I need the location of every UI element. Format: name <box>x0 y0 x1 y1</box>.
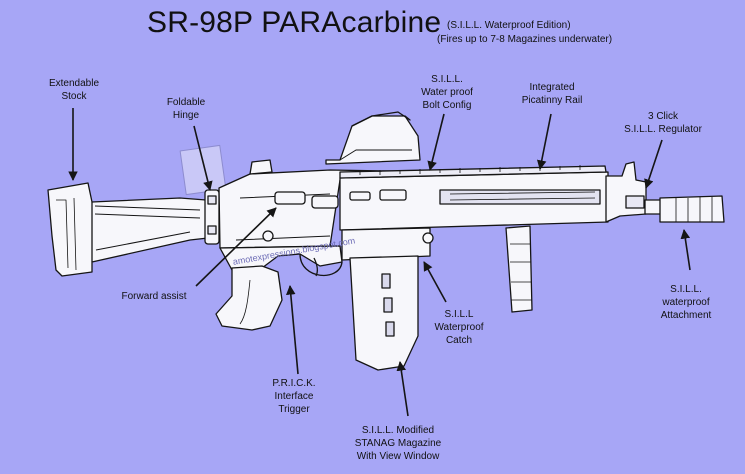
trigger-guard <box>299 253 343 276</box>
pistol-grip <box>215 265 283 331</box>
arrow-trigger <box>286 285 299 375</box>
magazine-well <box>341 227 431 261</box>
regulator <box>605 161 647 223</box>
label-rail: Integrated Picatinny Rail <box>521 82 583 106</box>
arrow-catch <box>423 261 447 303</box>
vertical-grip <box>505 225 533 313</box>
callout-arrows <box>68 108 691 417</box>
rifle-drawing <box>47 111 725 371</box>
arrow-rail <box>536 113 552 170</box>
watermark-logo <box>179 144 227 196</box>
waterproof-attachment <box>659 195 725 223</box>
page-title: SR-98P PARAcarbine <box>147 6 442 39</box>
label-hinge: Foldable Hinge <box>166 97 206 121</box>
label-bolt: S.I.L.L. Water proof Bolt Config <box>421 74 473 111</box>
label-stock: Extendable Stock <box>48 78 100 102</box>
label-trigger: P.R.I.C.K. Interface Trigger <box>272 378 316 415</box>
arrow-attachment <box>680 229 691 271</box>
arrow-magazine <box>396 361 409 417</box>
red-dot-sight <box>325 115 421 165</box>
trigger <box>313 257 318 277</box>
stanag-magazine <box>349 255 419 371</box>
stock <box>47 182 209 277</box>
label-forward-assist: Forward assist <box>121 291 187 302</box>
subtitle-underwater: (Fires up to 7-8 Magazines underwater) <box>437 34 613 45</box>
arrow-regulator <box>644 139 663 189</box>
label-catch: S.I.L.L Waterproof Catch <box>434 309 484 346</box>
label-magazine: S.I.L.L. Modified STANAG Magazine With V… <box>354 425 442 462</box>
label-attachment: S.I.L.L. waterproof Attachment <box>660 284 712 321</box>
label-regulator: 3 Click S.I.L.L. Regulator <box>624 111 702 135</box>
arrow-hinge <box>193 125 213 191</box>
arrow-bolt <box>427 113 445 171</box>
arrow-forward-assist <box>195 207 277 287</box>
subtitle: (S.I.L.L. Waterproof Edition) <box>447 20 571 31</box>
bolt-port <box>274 191 306 205</box>
rear-sight <box>249 159 273 175</box>
